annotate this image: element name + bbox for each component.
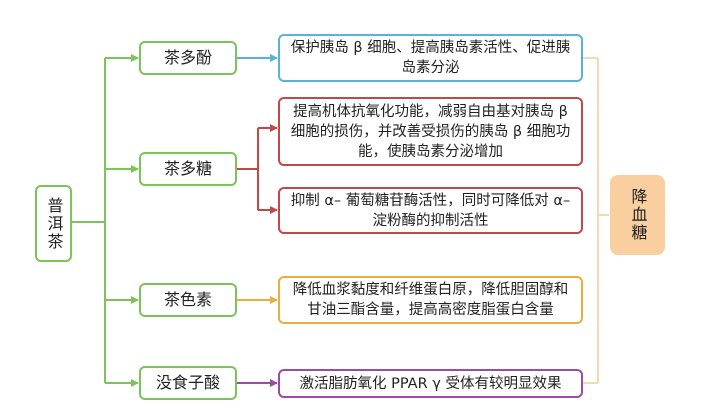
root-connector (72, 54, 139, 387)
effect-node-antioxidant: 提高机体抗氧化功能，减弱自由基对胰岛 β 细胞的损伤，并改善受损伤的胰岛 β 细… (278, 97, 583, 166)
component-node-pigments: 茶色素 (139, 283, 237, 317)
effect-node-polyphenols: 保护胰岛 β 细胞、提高胰岛素活性、促进胰岛素分泌 (278, 34, 583, 82)
effect-node-pigments: 降低血浆黏度和纤维蛋白原，降低胆固醇和甘油三酯含量，提高高密度脂蛋白含量 (278, 276, 583, 324)
root-node: 普洱茶 (35, 185, 72, 262)
component-node-polysaccharides: 茶多糖 (139, 152, 237, 186)
effect-node-gallic-acid: 激活脂肪氧化 PPAR γ 受体有较明显效果 (278, 369, 583, 398)
effect-node-enzyme-inhibition: 抑制 α– 葡萄糖苷酶活性，同时可降低对 α– 淀粉酶的抑制活性 (278, 187, 583, 234)
component-node-polyphenols: 茶多酚 (139, 41, 237, 75)
component-node-gallic-acid: 没食子酸 (139, 366, 237, 400)
connector-polysaccharides (237, 124, 278, 214)
result-node: 降血糖 (610, 175, 665, 255)
result-bracket (583, 57, 609, 384)
